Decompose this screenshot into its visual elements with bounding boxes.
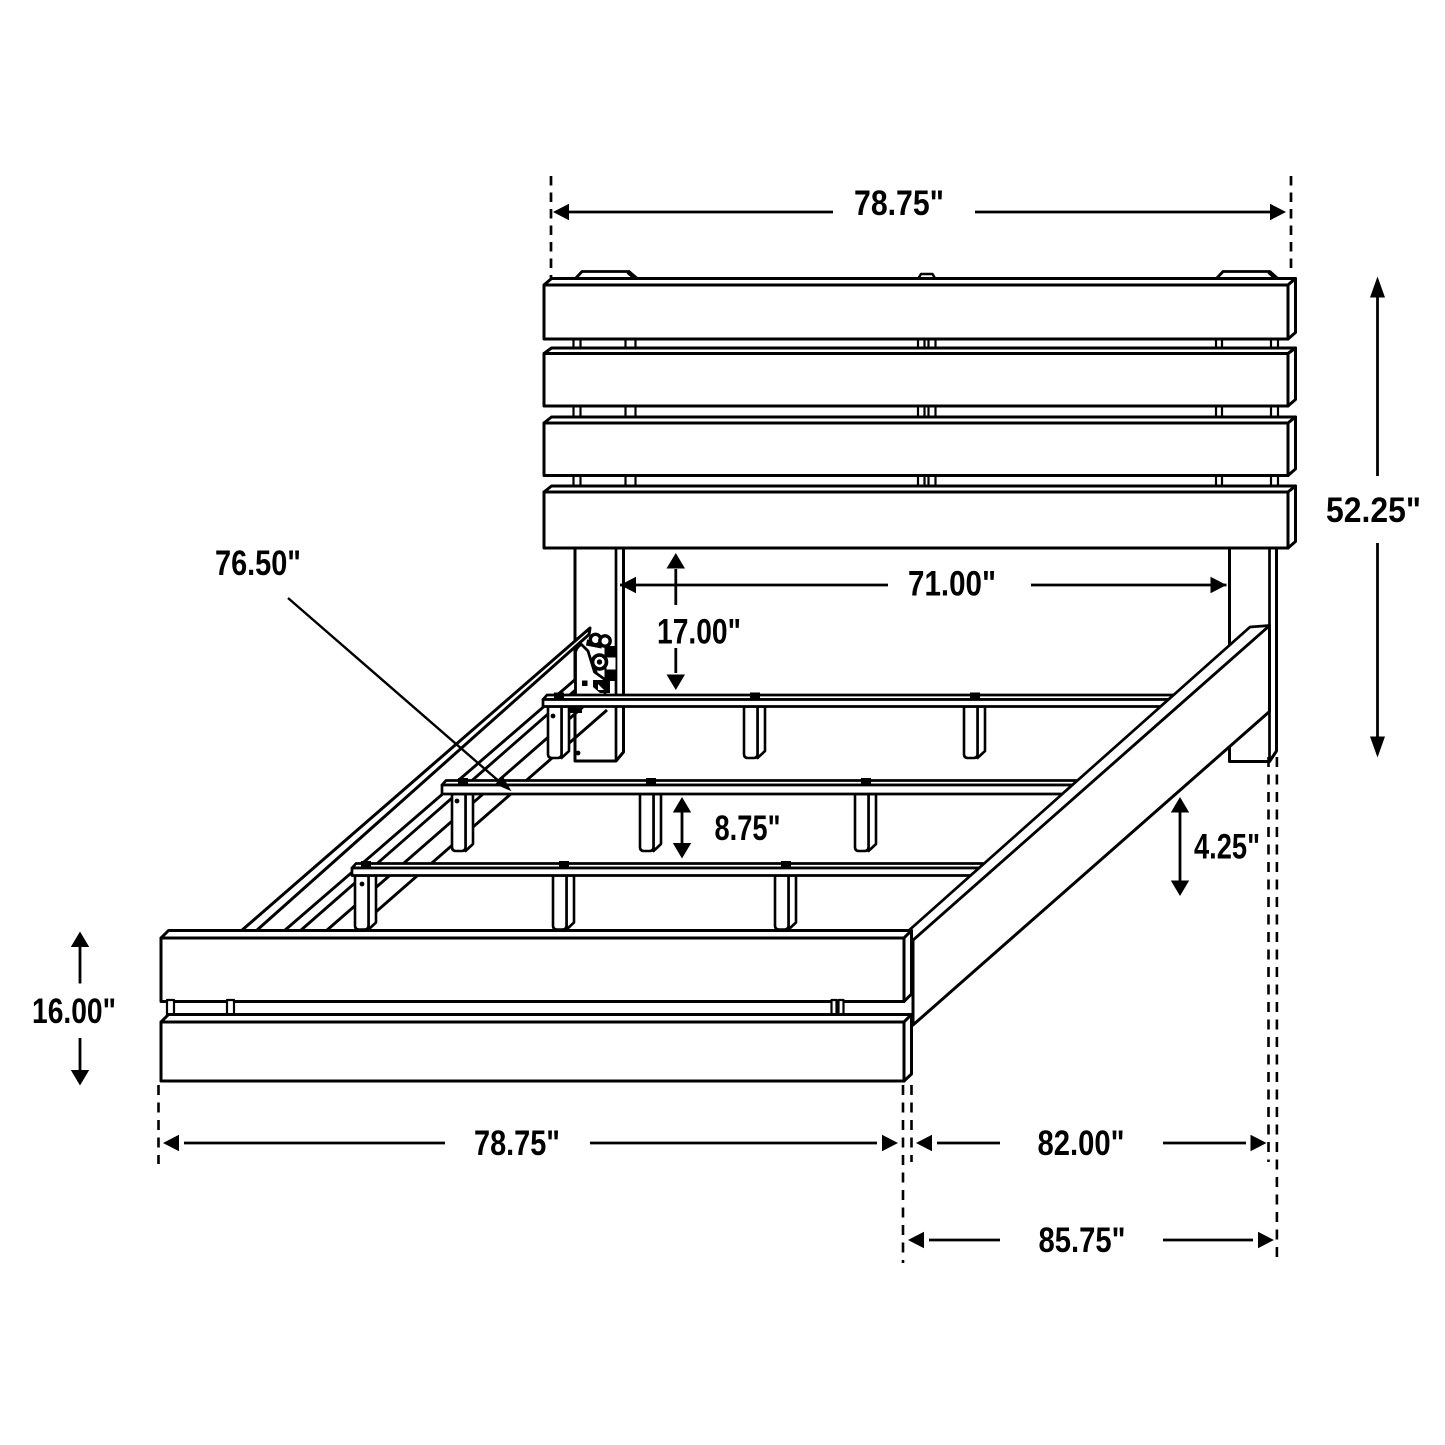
svg-text:78.75": 78.75" — [854, 184, 944, 223]
svg-text:52.25": 52.25" — [1326, 491, 1421, 530]
svg-text:4.25": 4.25" — [1194, 828, 1260, 867]
svg-text:78.75": 78.75" — [474, 1124, 560, 1163]
svg-text:82.00": 82.00" — [1038, 1124, 1125, 1163]
svg-text:71.00": 71.00" — [908, 565, 996, 604]
svg-text:16.00": 16.00" — [32, 992, 116, 1031]
svg-text:17.00": 17.00" — [657, 613, 741, 652]
svg-text:85.75": 85.75" — [1039, 1221, 1126, 1260]
svg-text:8.75": 8.75" — [715, 809, 781, 848]
svg-text:76.50": 76.50" — [215, 544, 301, 583]
